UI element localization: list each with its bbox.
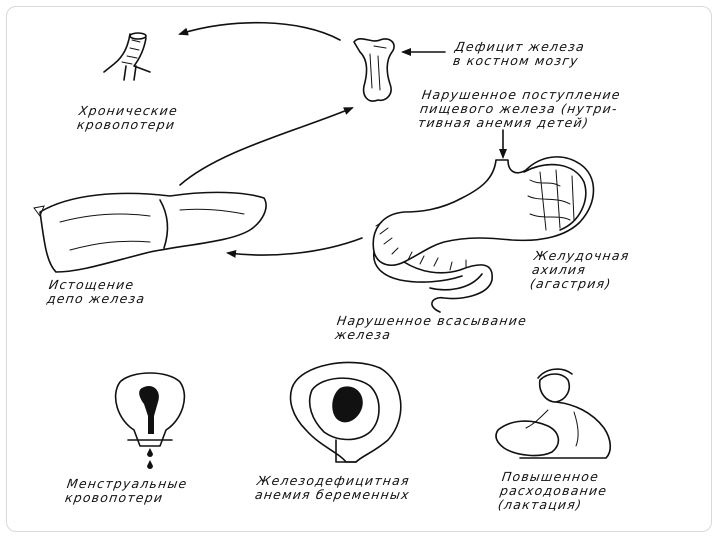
- absorption-label: Нарушенное всасывание железа: [334, 314, 528, 342]
- blood-drop-icon: [147, 448, 153, 469]
- marrow-deficit-label: Дефицит железа в костном мозгу: [452, 40, 586, 68]
- arrow-icon: [228, 238, 362, 255]
- nursing-mother-icon: [496, 369, 610, 458]
- arrow-icon: [180, 23, 340, 40]
- liver-icon: [34, 192, 266, 272]
- uterus-icon: [116, 373, 185, 446]
- chronic-blood-loss-label: Хронические кровопотери: [76, 104, 179, 132]
- arrow-icon: [180, 108, 352, 185]
- pregnancy-label: Железодефицитная анемия беременных: [254, 474, 413, 502]
- menstrual-label: Менструальные кровопотери: [64, 477, 188, 505]
- gastric-achylia-label: Желудочная ахилия (агастрия): [529, 249, 630, 291]
- blood-vessel-icon: [104, 33, 150, 80]
- lactation-label: Повышенное расходование (лактация): [497, 470, 610, 512]
- pregnant-uterus-icon: [291, 362, 401, 462]
- dietary-intake-label: Нарушенное поступление пищевого железа (…: [417, 88, 622, 130]
- depot-depletion-label: Истощение депо железа: [46, 278, 148, 306]
- bone-icon: [354, 39, 394, 101]
